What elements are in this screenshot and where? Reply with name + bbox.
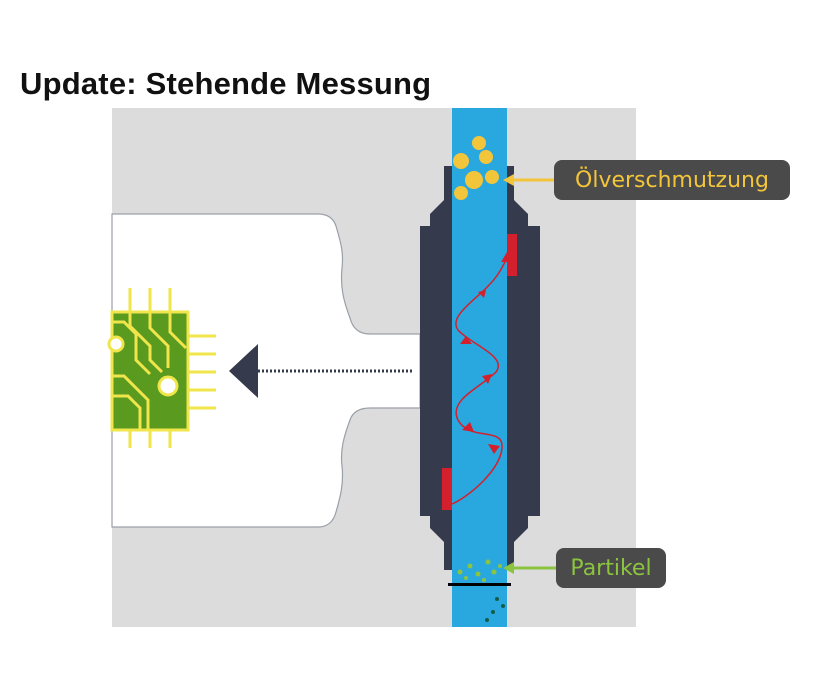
particles <box>457 559 502 582</box>
electrode-top <box>507 234 517 276</box>
signal-wave-arrows <box>460 252 511 454</box>
dark-particles <box>485 597 505 622</box>
arrow-left-icon <box>229 344 258 398</box>
page-title: Update: Stehende Messung <box>20 66 432 101</box>
oil-contamination-label: Ölverschmutzung <box>554 160 790 200</box>
filter-line <box>448 583 511 586</box>
particles-pointer <box>503 562 556 574</box>
circuit-chip-icon <box>107 288 216 448</box>
oil-contamination-pointer <box>503 174 554 186</box>
electrode-bottom <box>442 468 452 510</box>
signal-wave <box>451 257 508 505</box>
particles-label: Partikel <box>556 548 666 588</box>
oil-contamination-blobs <box>453 136 499 200</box>
